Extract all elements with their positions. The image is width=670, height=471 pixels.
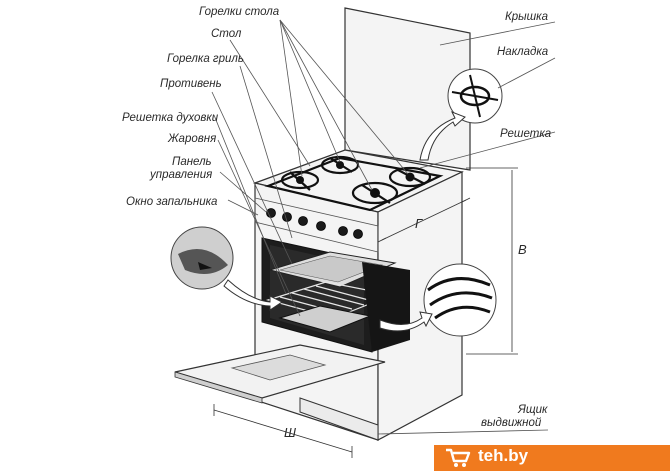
label-oven-rack: Решетка духовки — [122, 112, 219, 124]
label-drawer-2: выдвижной — [481, 417, 542, 429]
control-knobs — [266, 208, 363, 239]
label-lid: Крышка — [505, 11, 548, 23]
label-grill-burner: Горелка гриль — [167, 53, 244, 65]
label-drawer-1: Ящик — [517, 404, 548, 416]
label-panel-2: управления — [149, 169, 212, 181]
label-cover: Накладка — [497, 46, 548, 58]
ignition-window-inset — [170, 226, 234, 290]
watermark-bar — [434, 445, 670, 471]
watermark-text: teh.by — [478, 446, 529, 465]
dimension-width: Ш — [284, 425, 296, 440]
dimension-height: В — [518, 242, 527, 257]
drawer — [299, 397, 379, 441]
label-burners: Горелки стола — [199, 6, 279, 18]
watermark: teh.by — [434, 437, 670, 471]
label-ignition-window: Окно запальника — [126, 196, 217, 208]
label-grate: Решетка — [500, 128, 551, 140]
label-roaster: Жаровня — [167, 133, 216, 145]
dimension-depth: Г — [415, 216, 423, 231]
label-panel-1: Панель — [172, 156, 212, 168]
label-tray: Противень — [160, 78, 222, 90]
label-table: Стол — [211, 28, 242, 40]
grate-inset — [423, 263, 497, 337]
cover-inset — [447, 68, 503, 124]
cart-icon — [446, 448, 471, 467]
